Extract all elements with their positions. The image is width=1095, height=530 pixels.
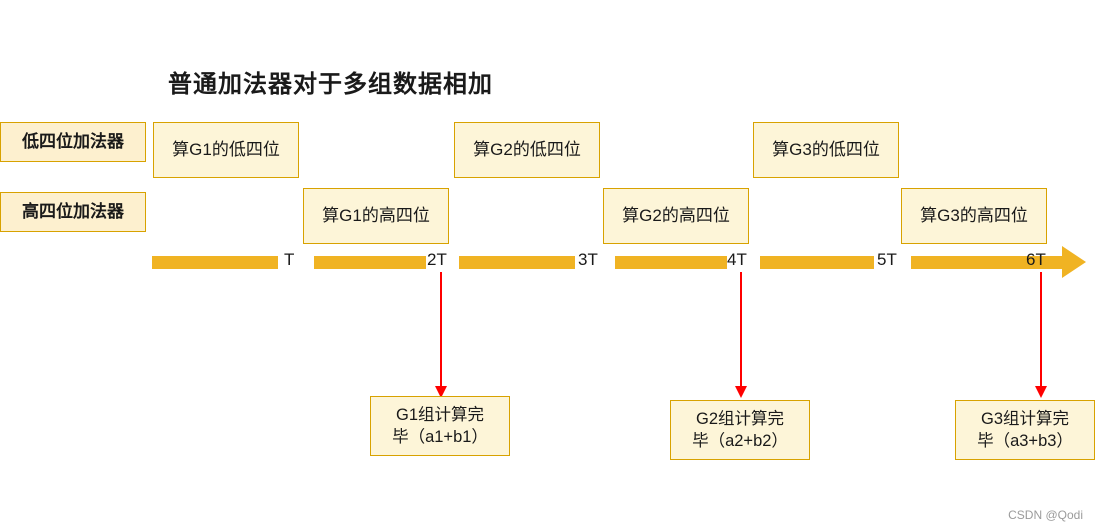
result-box-g1: G1组计算完 毕（a1+b1） — [370, 396, 510, 456]
tick-label-6t: 6T — [1026, 250, 1046, 269]
stage-low-g3: 算G3的低四位 — [753, 122, 899, 178]
result-line-2: 毕（a3+b3） — [977, 432, 1073, 450]
watermark: CSDN @Qodi — [1008, 508, 1083, 522]
timeline-bar-segment — [152, 256, 278, 269]
stage-high-g1: 算G1的高四位 — [303, 188, 449, 244]
stage-high-g3: 算G3的高四位 — [901, 188, 1047, 244]
timeline-bar-segment — [314, 256, 426, 269]
result-line-2: 毕（a1+b1） — [392, 428, 488, 446]
tick-label-4t: 4T — [727, 250, 747, 269]
timeline-bar-segment — [760, 256, 874, 269]
result-line-2: 毕（a2+b2） — [692, 432, 788, 450]
timeline-bar-segment — [615, 256, 727, 269]
row-label-low-adder: 低四位加法器 — [0, 122, 146, 162]
stage-high-g2: 算G2的高四位 — [603, 188, 749, 244]
result-box-g2: G2组计算完 毕（a2+b2） — [670, 400, 810, 460]
result-line-1: G2组计算完 — [695, 409, 784, 428]
page-title: 普通加法器对于多组数据相加 — [168, 71, 493, 98]
completion-arrow-g3 — [1035, 272, 1047, 398]
stage-low-g2: 算G2的低四位 — [454, 122, 600, 178]
tick-label-5t: 5T — [877, 250, 897, 269]
stage-low-g1: 算G1的低四位 — [153, 122, 299, 178]
tick-label-3t: 3T — [578, 250, 598, 269]
tick-label-2t: 2T — [427, 250, 447, 269]
timeline-arrow-head — [1062, 246, 1086, 278]
result-line-1: G1组计算完 — [395, 405, 484, 424]
timeline-bar-segment — [911, 256, 1063, 269]
row-label-high-adder: 高四位加法器 — [0, 192, 146, 232]
result-line-1: G3组计算完 — [980, 409, 1069, 428]
result-box-g3: G3组计算完 毕（a3+b3） — [955, 400, 1095, 460]
completion-arrow-g1 — [435, 272, 447, 398]
completion-arrow-g2 — [735, 272, 747, 398]
tick-label-t: T — [284, 250, 295, 269]
timeline-bar-segment — [459, 256, 575, 269]
